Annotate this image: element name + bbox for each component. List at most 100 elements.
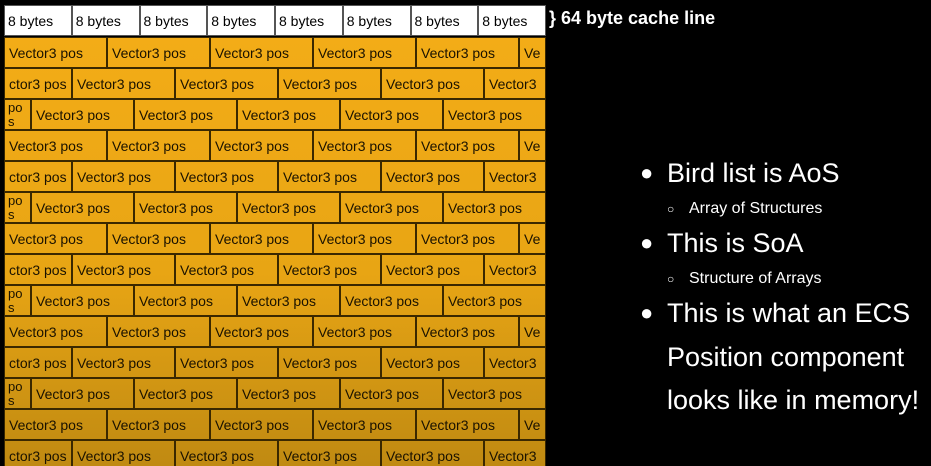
vector3-cell: Vector3 pos xyxy=(175,161,278,192)
split-fragment: s xyxy=(8,207,15,222)
hollow-bullet-icon: ○ xyxy=(667,202,675,216)
vector3-cell: Vector3 pos xyxy=(416,223,519,254)
vector3-cell: Vector3 pos xyxy=(313,409,416,440)
vector3-cell: Vector3 pos xyxy=(237,285,340,316)
vector3-cell: Vector3 pos xyxy=(4,409,107,440)
cache-line-label: } 64 byte cache line xyxy=(549,8,716,28)
vector3-cell: Vector3 pos xyxy=(175,254,278,285)
byte-header-cell: 8 bytes xyxy=(275,5,343,36)
vector3-cell: Vector3 pos xyxy=(443,285,546,316)
vector3-cell: Vector3 pos xyxy=(313,130,416,161)
bullet-dot-icon: ● xyxy=(640,300,654,325)
vector3-cell: Vector3 pos xyxy=(4,130,107,161)
vector3-cell: Vector3 pos xyxy=(210,223,313,254)
vector3-cell: ctor3 pos xyxy=(4,68,72,99)
vector3-cell: Vector3 pos xyxy=(237,192,340,223)
vector3-cell: Vector3 pos xyxy=(416,130,519,161)
vector3-cell: Vector3 pos xyxy=(175,347,278,378)
vector3-cell: Vector3 pos xyxy=(313,223,416,254)
vector3-cell: Ve xyxy=(519,223,546,254)
byte-header-cell: 8 bytes xyxy=(139,5,208,36)
vector3-cell: Vector3 pos xyxy=(278,440,381,466)
bullet-continuation: Position component xyxy=(667,342,905,372)
byte-header-cell: 8 bytes xyxy=(207,5,275,36)
vector3-cell: Vector3 pos xyxy=(72,254,175,285)
vector3-cell: Vector3 pos xyxy=(278,161,381,192)
vector3-cell: Vector3 xyxy=(484,254,546,285)
vector3-cell: Vector3 pos xyxy=(443,378,546,409)
vector3-cell: Vector3 pos xyxy=(31,99,134,130)
vector3-cell: Vector3 pos xyxy=(175,68,278,99)
vector3-cell: ctor3 pos xyxy=(4,347,72,378)
vector3-cell: Vector3 pos xyxy=(443,192,546,223)
byte-header-row: 8 bytes 8 bytes 8 bytes 8 bytes 8 bytes … xyxy=(4,5,546,36)
vector3-cell: Vector3 pos xyxy=(381,347,484,378)
vector3-cell: Vector3 pos xyxy=(340,99,443,130)
vector3-cell: ctor3 pos xyxy=(4,254,72,285)
sub-bullet-text: Structure of Arrays xyxy=(689,270,822,287)
bullet-dot-icon: ● xyxy=(640,230,654,255)
vector3-cell: Vector3 pos xyxy=(381,440,484,466)
vector3-cell: Vector3 pos xyxy=(210,409,313,440)
vector3-cell: Vector3 pos xyxy=(4,37,107,68)
bullet-text: Bird list is AoS xyxy=(667,158,840,188)
vector3-cell: Vector3 pos xyxy=(31,378,134,409)
vector3-cell: Vector3 pos xyxy=(278,347,381,378)
vector3-cell: Vector3 pos xyxy=(134,99,237,130)
vector3-cell: Vector3 pos xyxy=(340,285,443,316)
vector3-cell: Vector3 pos xyxy=(134,285,237,316)
vector3-cell: Vector3 pos xyxy=(134,192,237,223)
vector3-cell: Vector3 pos xyxy=(381,68,484,99)
vector3-cell: Vector3 pos xyxy=(313,37,416,68)
vector3-cell: Vector3 pos xyxy=(210,316,313,347)
vector3-cell: Vector3 pos xyxy=(237,99,340,130)
bullet-dot-icon: ● xyxy=(640,160,654,185)
vector3-cell: Vector3 pos xyxy=(313,316,416,347)
split-fragment: s xyxy=(8,393,15,408)
vector3-cell: ctor3 pos xyxy=(4,440,72,466)
split-fragment: po xyxy=(8,193,23,208)
byte-header-cell: 8 bytes xyxy=(478,5,546,36)
vector3-cell: Vector3 pos xyxy=(72,347,175,378)
split-fragment: po xyxy=(8,379,23,394)
bullet-text: This is SoA xyxy=(667,228,804,258)
vector3-cell: Vector3 xyxy=(484,161,546,192)
vector3-cell: Vector3 pos xyxy=(416,316,519,347)
vector3-cell: Ve xyxy=(519,130,546,161)
vector3-cell: Vector3 pos xyxy=(107,409,210,440)
byte-header-cell: 8 bytes xyxy=(410,5,479,36)
vector3-cell: Vector3 pos xyxy=(416,37,519,68)
vector3-cell: Vector3 pos xyxy=(107,37,210,68)
sub-bullet-text: Array of Structures xyxy=(689,200,823,217)
vector3-cell: Vector3 pos xyxy=(210,37,313,68)
vector3-cell: Vector3 pos xyxy=(340,378,443,409)
vector3-cell: Vector3 pos xyxy=(31,192,134,223)
vector3-cell: Ve xyxy=(519,316,546,347)
vector3-cell: Vector3 pos xyxy=(278,254,381,285)
split-fragment: s xyxy=(8,114,15,129)
vector3-cell: Vector3 pos xyxy=(31,285,134,316)
vector3-cell: Vector3 xyxy=(484,68,546,99)
split-fragment: po xyxy=(8,100,23,115)
vector3-cell: Vector3 pos xyxy=(107,223,210,254)
byte-header-cell: 8 bytes xyxy=(71,5,140,36)
vector3-cell: Vector3 pos xyxy=(107,130,210,161)
vector3-cell: Vector3 xyxy=(484,347,546,378)
